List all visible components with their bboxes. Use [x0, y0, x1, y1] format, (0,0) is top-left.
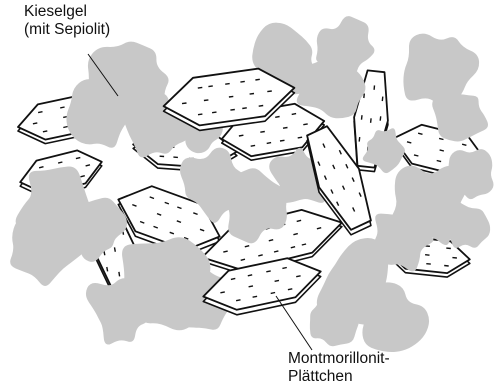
negative-charge-dash [283, 128, 288, 129]
negative-charge-dash [119, 272, 120, 277]
negative-charge-dash [60, 107, 64, 108]
label-kieselgel-line2: (mit Sepiolit) [24, 21, 110, 39]
negative-charge-dash [280, 140, 285, 141]
negative-charge-dash [253, 296, 258, 297]
negative-charge-dash [362, 115, 363, 120]
negative-charge-dash [242, 108, 247, 109]
negative-charge-dash [359, 137, 360, 142]
negative-charge-dash [444, 266, 449, 267]
negative-charge-dash [182, 103, 187, 104]
negative-charge-dash [267, 91, 272, 92]
negative-charge-dash [298, 137, 302, 138]
negative-charge-dash [292, 114, 296, 115]
negative-charge-dash [302, 244, 306, 245]
negative-charge-dash [282, 268, 286, 269]
negative-charge-dash [303, 124, 307, 125]
negative-charge-dash [204, 100, 209, 101]
negative-charge-dash [267, 143, 271, 144]
negative-charge-dash [425, 255, 429, 256]
negative-charge-dash [250, 94, 254, 95]
negative-charge-dash [255, 79, 259, 80]
negative-charge-dash [236, 300, 240, 301]
negative-charge-dash [198, 114, 202, 115]
negative-charge-dash [38, 112, 42, 113]
negative-charge-dash [33, 123, 37, 124]
negative-charge-dash [266, 271, 270, 272]
negative-charge-dash [240, 81, 244, 82]
negative-charge-dash [382, 97, 383, 102]
label-montmorillonit-line1: Montmorillonit- [288, 350, 390, 368]
negative-charge-dash [63, 127, 67, 128]
kieselgel-particle [432, 94, 488, 142]
negative-charge-dash [107, 267, 108, 271]
negative-charge-dash [76, 158, 80, 159]
negative-charge-dash [43, 131, 47, 132]
label-montmorillonit: Montmorillonit- Plättchen [288, 350, 390, 386]
negative-charge-dash [198, 87, 203, 88]
negative-charge-dash [229, 96, 233, 97]
negative-charge-dash [380, 116, 381, 120]
negative-charge-dash [288, 289, 292, 290]
label-montmorillonit-line2: Plättchen [288, 368, 390, 386]
negative-charge-dash [212, 112, 216, 113]
label-kieselgel: Kieselgel (mit Sepiolit) [24, 3, 110, 39]
negative-charge-dash [275, 117, 279, 118]
negative-charge-dash [260, 132, 265, 133]
label-kieselgel-line1: Kieselgel [24, 3, 110, 21]
negative-charge-dash [231, 278, 235, 279]
negative-charge-dash [230, 110, 234, 111]
negative-charge-dash [239, 135, 244, 136]
negative-charge-dash [115, 247, 116, 251]
negative-charge-dash [220, 292, 224, 293]
negative-charge-dash [225, 84, 230, 85]
negative-charge-dash [249, 286, 253, 287]
negative-charge-dash [296, 276, 300, 277]
negative-charge-dash [248, 275, 252, 276]
negative-charge-dash [251, 145, 255, 146]
negative-charge-dash [371, 118, 372, 123]
negative-charge-dash [275, 280, 279, 281]
leader-line-montmorillonit [276, 296, 312, 350]
negative-charge-dash [364, 94, 365, 99]
negative-charge-dash [259, 106, 264, 107]
negative-charge-dash [271, 293, 275, 294]
negative-charge-dash [223, 251, 227, 252]
negative-charge-dash [208, 86, 212, 87]
kieselgel-particle [66, 76, 131, 147]
